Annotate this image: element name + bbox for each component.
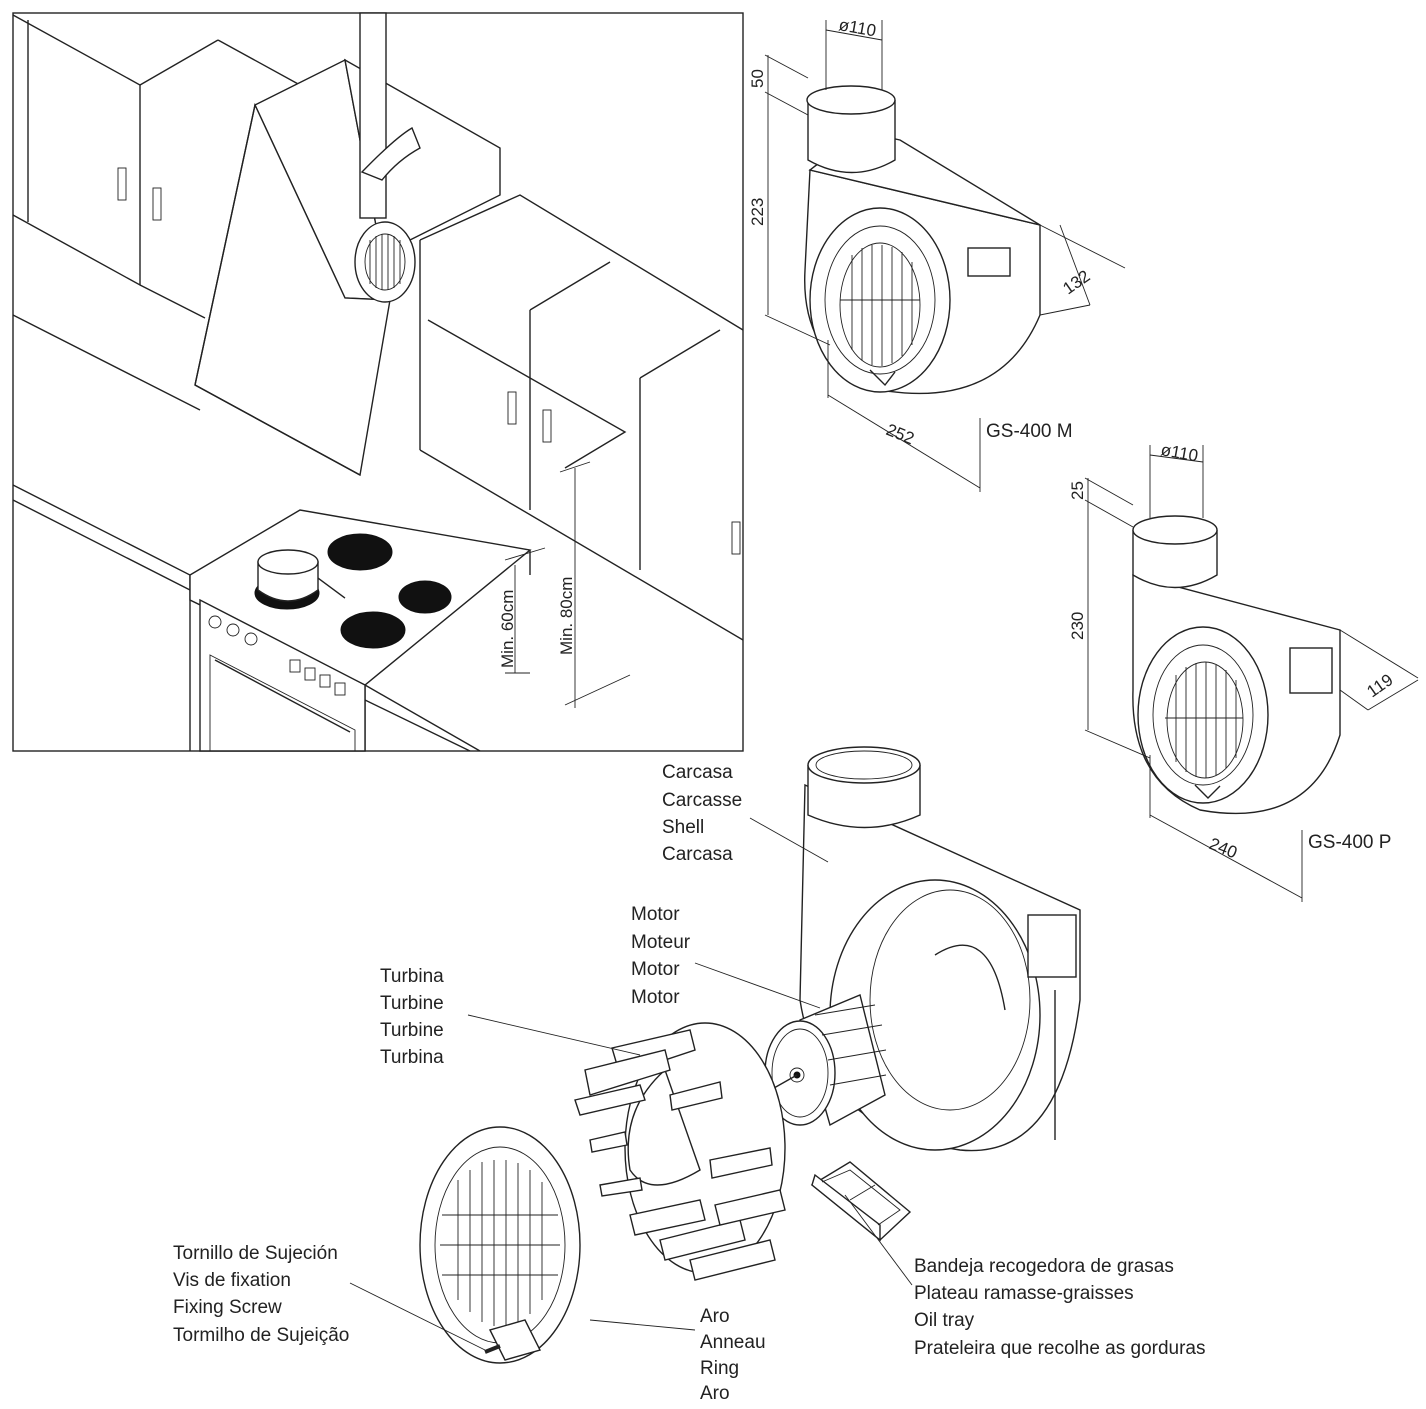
turbine-label-fr: Turbine	[380, 993, 444, 1014]
motor-label-en: Motor	[631, 959, 680, 980]
gs400m-width-label: 252	[884, 420, 917, 448]
fixing-screw-part	[484, 1344, 501, 1354]
gs400p-model-label: GS-400 P	[1308, 832, 1391, 853]
tray-label-fr: Plateau ramasse-graisses	[914, 1283, 1134, 1304]
fixing-screw-label: Tornillo de Sujeción Vis de fixation Fix…	[173, 1243, 349, 1346]
gs400p-width-label: 240	[1207, 834, 1240, 862]
ring-label: Aro Anneau Ring Aro	[700, 1306, 766, 1404]
upper-right-cabinets	[419, 194, 744, 641]
shell-label-pt: Carcasa	[662, 844, 733, 865]
gs400m-model-label: GS-400 M	[986, 421, 1073, 442]
exploded-view: Carcasa Carcasse Shell Carcasa Motor Mot…	[173, 746, 1206, 1404]
gs400p-top-height-label: 25	[1068, 481, 1087, 500]
tray-label-es: Bandeja recogedora de grasas	[914, 1256, 1174, 1277]
tray-label-pt: Prateleira que recolhe as gorduras	[914, 1338, 1206, 1359]
gs400m-diameter-label: ø110	[837, 15, 877, 40]
min-60cm-label: Min. 60cm	[498, 590, 517, 668]
turbine-label-en: Turbine	[380, 1020, 444, 1041]
motor-label: Motor Moteur Motor Motor	[631, 904, 691, 1008]
min-height-dimensions: Min. 60cm Min. 80cm	[498, 461, 631, 708]
screw-label-pt: Tormilho de Sujeição	[173, 1325, 349, 1346]
shell-label-en: Shell	[662, 817, 704, 838]
leader-lines	[349, 817, 913, 1351]
ring-label-pt: Aro	[700, 1383, 730, 1404]
counter-and-cooktop	[12, 484, 532, 752]
gs400m-depth-label: 132	[1059, 266, 1093, 298]
turbine-label-es: Turbina	[380, 966, 444, 987]
motor-label-es: Motor	[631, 904, 680, 925]
turbine-label: Turbina Turbine Turbine Turbina	[380, 966, 444, 1068]
gs400m-height-label: 223	[748, 198, 767, 226]
screw-label-fr: Vis de fixation	[173, 1270, 291, 1291]
upper-left-cabinets	[12, 14, 301, 411]
gs400p-depth-label: 119	[1363, 670, 1396, 701]
screw-label-es: Tornillo de Sujeción	[173, 1243, 338, 1264]
shell-label: Carcasa Carcasse Shell Carcasa	[662, 762, 742, 865]
oil-tray-label: Bandeja recogedora de grasas Plateau ram…	[914, 1256, 1206, 1359]
ring-part	[419, 1126, 581, 1364]
shell-label-fr: Carcasse	[662, 790, 742, 811]
ring-label-fr: Anneau	[700, 1332, 766, 1353]
gs400m-top-height-label: 50	[748, 69, 767, 88]
shell-label-es: Carcasa	[662, 762, 733, 783]
screw-label-en: Fixing Screw	[173, 1297, 282, 1318]
kitchen-installation-illustration: Min. 60cm Min. 80cm	[12, 12, 744, 752]
ring-label-en: Ring	[700, 1358, 739, 1379]
fan-gs-400-m-dimensioned: ø110 50 223 132 252 GS-400 M	[748, 15, 1126, 492]
gs400p-diameter-label: ø110	[1159, 440, 1199, 465]
fan-gs-400-p-dimensioned: ø110 25 230 119 240 GS-400 P	[1068, 440, 1419, 902]
min-80cm-label: Min. 80cm	[557, 577, 576, 655]
ring-label-es: Aro	[700, 1306, 730, 1327]
exhaust-duct	[354, 12, 421, 303]
range-hood	[194, 58, 501, 477]
motor-label-fr: Moteur	[631, 932, 691, 953]
tray-label-en: Oil tray	[914, 1310, 975, 1331]
motor-label-pt: Motor	[631, 987, 680, 1008]
oil-tray-part	[810, 1161, 912, 1242]
turbine-part	[574, 1022, 786, 1281]
turbine-label-pt: Turbina	[380, 1047, 444, 1068]
gs400p-height-label: 230	[1068, 612, 1087, 640]
